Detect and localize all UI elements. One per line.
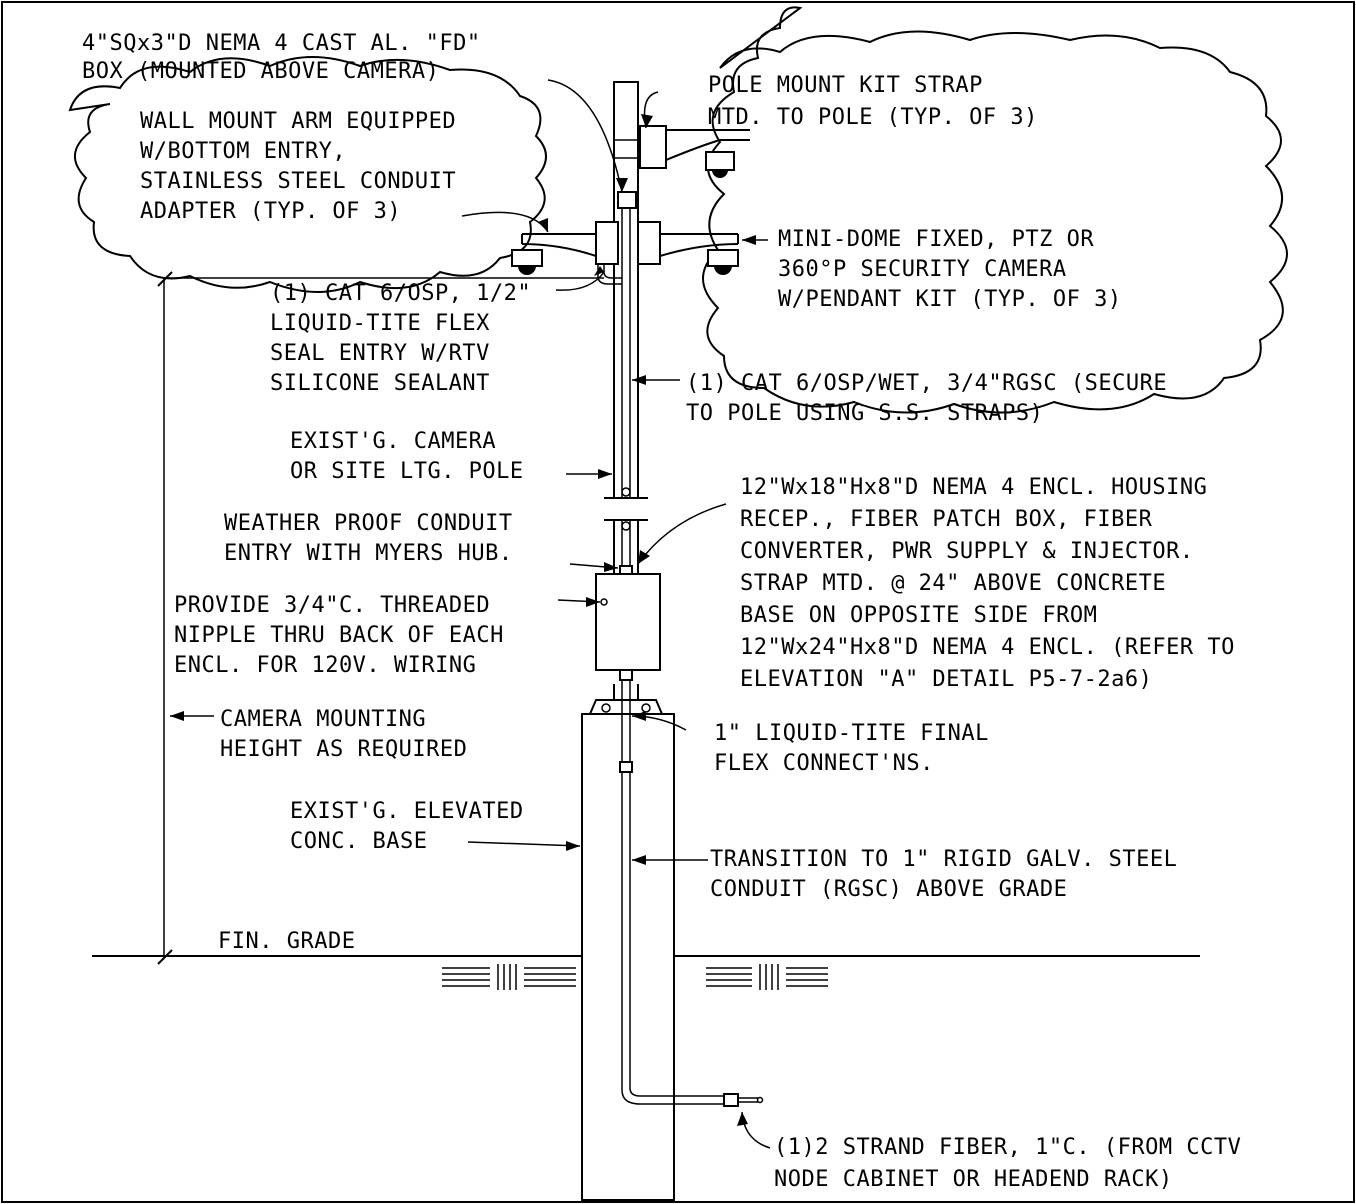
cat6-flex-label-line: LIQUID-TITE FLEX (270, 311, 490, 336)
concrete-base-label-line: EXIST'G. ELEVATED (290, 799, 524, 824)
enclosure-label-line: ELEVATION "A" DETAIL P5-7-2a6) (740, 667, 1152, 692)
nema-enclosure (595, 573, 661, 671)
conduit-fitting (619, 669, 633, 681)
cat6-rgsc-label-line: (1) CAT 6/OSP/WET, 3/4"RGSC (SECURE (686, 371, 1167, 396)
threaded-nipple-label-line: PROVIDE 3/4"C. THREADED (174, 593, 490, 618)
finished-grade-label-line: FIN. GRADE (218, 929, 355, 954)
revision-cloud-right (702, 6, 1288, 414)
threaded-nipple (600, 598, 608, 606)
liquid-tite-label-line: FLEX CONNECT'NS. (714, 751, 934, 776)
pole-mount-kit (639, 125, 667, 169)
cat6-flex-label-line: SEAL ENTRY W/RTV (270, 341, 490, 366)
enclosure-label-line: 12"Wx18"Hx8"D NEMA 4 ENCL. HOUSING (740, 475, 1207, 500)
existing-pole-label-line: OR SITE LTG. POLE (290, 459, 524, 484)
leader-arrowheads (170, 114, 756, 1126)
pole-mount-kit-label-line: MTD. TO POLE (TYP. OF 3) (708, 105, 1038, 130)
rgsc-underground (629, 772, 724, 1097)
fiber-label-line: NODE CABINET OR HEADEND RACK) (774, 1167, 1173, 1192)
transition-label-line: TRANSITION TO 1" RIGID GALV. STEEL (710, 847, 1177, 872)
enclosure-label-line: CONVERTER, PWR SUPPLY & INJECTOR. (740, 539, 1194, 564)
camera-dome (518, 266, 536, 275)
cat6-flex-label-line: SILICONE SEALANT (270, 371, 490, 396)
camera-label-line: W/PENDANT KIT (TYP. OF 3) (778, 287, 1122, 312)
conduit-end (756, 1096, 764, 1104)
camera-housing (707, 249, 739, 267)
camera-arm (665, 139, 750, 161)
camera-housing (511, 249, 543, 267)
cat6-rgsc-label-line: TO POLE USING S.S. STRAPS) (686, 401, 1043, 426)
liquid-tite-label-line: 1" LIQUID-TITE FINAL (714, 721, 989, 746)
mounting-height-label-line: HEIGHT AS REQUIRED (220, 737, 467, 762)
pole-mount-kit (637, 221, 661, 265)
fd-box-label-line: BOX (MOUNTED ABOVE CAMERA) (82, 59, 439, 84)
base-plate (588, 699, 664, 715)
camera-label-line: MINI-DOME FIXED, PTZ OR (778, 227, 1094, 252)
fd-box (617, 191, 637, 209)
myers-hub (619, 565, 633, 575)
enclosure-label-line: 12"Wx24"Hx8"D NEMA 4 ENCL. (REFER TO (740, 635, 1235, 660)
wall-arm-label-line: STAINLESS STEEL CONDUIT (140, 169, 456, 194)
camera-dome (714, 266, 732, 275)
callout-labels: 4"SQx3"D NEMA 4 CAST AL. "FD" BOX (MOUNTE… (82, 31, 1241, 1192)
flex-conduit (597, 264, 622, 285)
camera-housing (705, 151, 735, 171)
existing-pole-label-line: EXIST'G. CAMERA (290, 429, 496, 454)
earth-hatch-right (706, 964, 828, 990)
threaded-nipple-label-line: NIPPLE THRU BACK OF EACH (174, 623, 504, 648)
threaded-nipple-label-line: ENCL. FOR 120V. WIRING (174, 653, 476, 678)
cat6-flex-label-line: (1) CAT 6/OSP, 1/2" (270, 281, 531, 306)
dimension-tick (157, 271, 173, 287)
conduit-coupling (723, 1093, 739, 1107)
camera-arm (521, 243, 597, 257)
rgsc-underground (621, 772, 724, 1105)
anchor-bolt (641, 703, 651, 713)
fd-box-label-line: 4"SQx3"D NEMA 4 CAST AL. "FD" (82, 31, 481, 56)
break-symbol (621, 521, 631, 531)
fiber-label-line: (1)2 STRAND FIBER, 1"C. (FROM CCTV (774, 1135, 1241, 1160)
mounting-height-label-line: CAMERA MOUNTING (220, 707, 426, 732)
enclosure-label-line: STRAP MTD. @ 24" ABOVE CONCRETE (740, 571, 1166, 596)
wall-arm-label-line: W/BOTTOM ENTRY, (140, 139, 346, 164)
camera-label-line: 360°P SECURITY CAMERA (778, 257, 1067, 282)
concrete-base (581, 713, 675, 1201)
pole-mount-kit-label-line: POLE MOUNT KIT STRAP (708, 73, 983, 98)
earth-hatch-left (442, 964, 576, 990)
enclosure-label-line: RECEP., FIBER PATCH BOX, FIBER (740, 507, 1153, 532)
wall-arm-label-line: WALL MOUNT ARM EQUIPPED (140, 109, 456, 134)
wall-arm-label-line: ADAPTER (TYP. OF 3) (140, 199, 401, 224)
concrete-base-label-line: CONC. BASE (290, 829, 427, 854)
camera-pole (613, 81, 639, 499)
break-symbol (621, 487, 631, 497)
conduit-fitting (619, 761, 633, 773)
pole-mount-kit (595, 221, 619, 265)
enclosure-label-line: BASE ON OPPOSITE SIDE FROM (740, 603, 1097, 628)
anchor-bolt (601, 703, 611, 713)
weather-proof-label-line: ENTRY WITH MYERS HUB. (224, 541, 513, 566)
transition-label-line: CONDUIT (RGSC) ABOVE GRADE (710, 877, 1067, 902)
camera-dome (712, 170, 728, 178)
weather-proof-label-line: WEATHER PROOF CONDUIT (224, 511, 513, 536)
camera-arm (659, 243, 739, 257)
dimension-tick (157, 949, 173, 965)
